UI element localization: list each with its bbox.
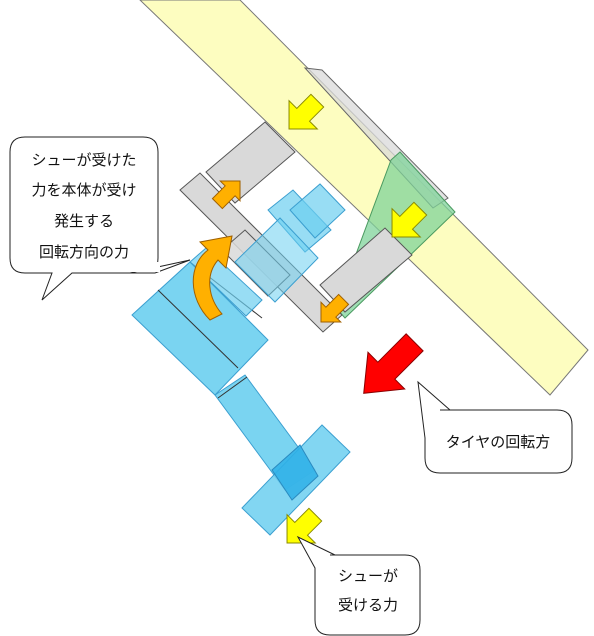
callout-shoe-rotation: シューが受けた 力を本体が受け 発生する 回転方向の力: [9, 136, 191, 301]
blue-body-line-1: [157, 289, 239, 369]
callout-shoe-rotation-line-2: 力を本体が受け: [31, 181, 136, 199]
red-arrow-icon: [363, 333, 424, 394]
yellow-arrow-icon: [286, 507, 323, 544]
callout-shoe-force: シューが 受ける力: [296, 535, 421, 636]
blue-center-part-b: [289, 183, 346, 239]
tire-band: [139, 0, 589, 396]
blue-center-part-c: [234, 217, 319, 303]
blue-arm-line: [217, 376, 248, 399]
orange-arrow-icon: [211, 180, 241, 210]
curved-rotation-arrow-icon: [192, 235, 233, 321]
blue-main-body: [131, 261, 269, 396]
blue-foot-overlap: [271, 444, 319, 501]
callout-shoe-rotation-line-3: 発生する: [54, 212, 114, 230]
yellow-arrow-icon: [391, 201, 428, 238]
callout-shoe-rotation-line-1: シューが受けた: [31, 151, 136, 169]
callout-tire-rotation-line-1: タイヤの回転方: [446, 433, 551, 451]
callout-shoe-rotation-line-4: 回転方向の力: [39, 243, 129, 261]
orange-arrow-icon: [320, 293, 350, 323]
yellow-arrow-icon: [288, 93, 325, 130]
callout-shoe-force-line-1: シューが: [338, 567, 398, 585]
callout-shoe-force-line-2: 受ける力: [338, 596, 398, 614]
callout-tire-rotation: タイヤの回転方: [417, 380, 573, 474]
